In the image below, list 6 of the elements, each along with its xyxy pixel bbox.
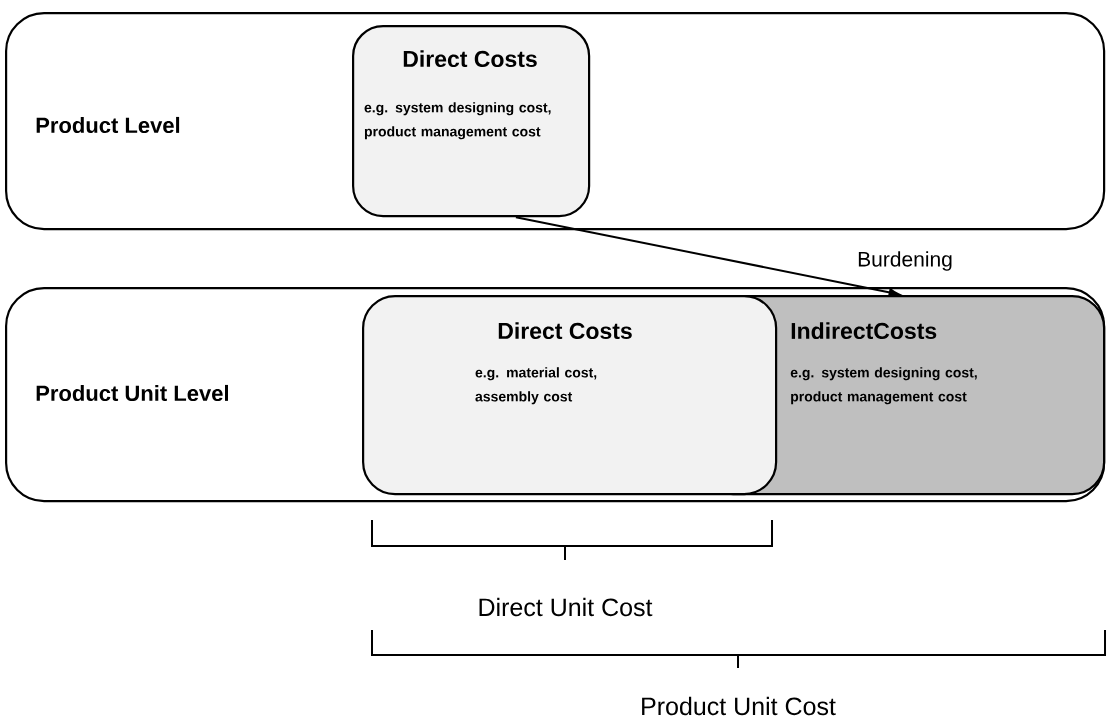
bracket-label: Direct Unit Cost bbox=[479, 597, 653, 617]
edge-label: Burdening bbox=[856, 250, 954, 272]
cost-box: Direct Costs e.g. system designing cost, product management cost bbox=[352, 25, 591, 218]
arrow bbox=[514, 216, 900, 297]
cost-box: Direct Costs e.g. material cost, assembly cost bbox=[362, 295, 778, 496]
bracket-label: Product Unit Cost bbox=[642, 696, 836, 716]
